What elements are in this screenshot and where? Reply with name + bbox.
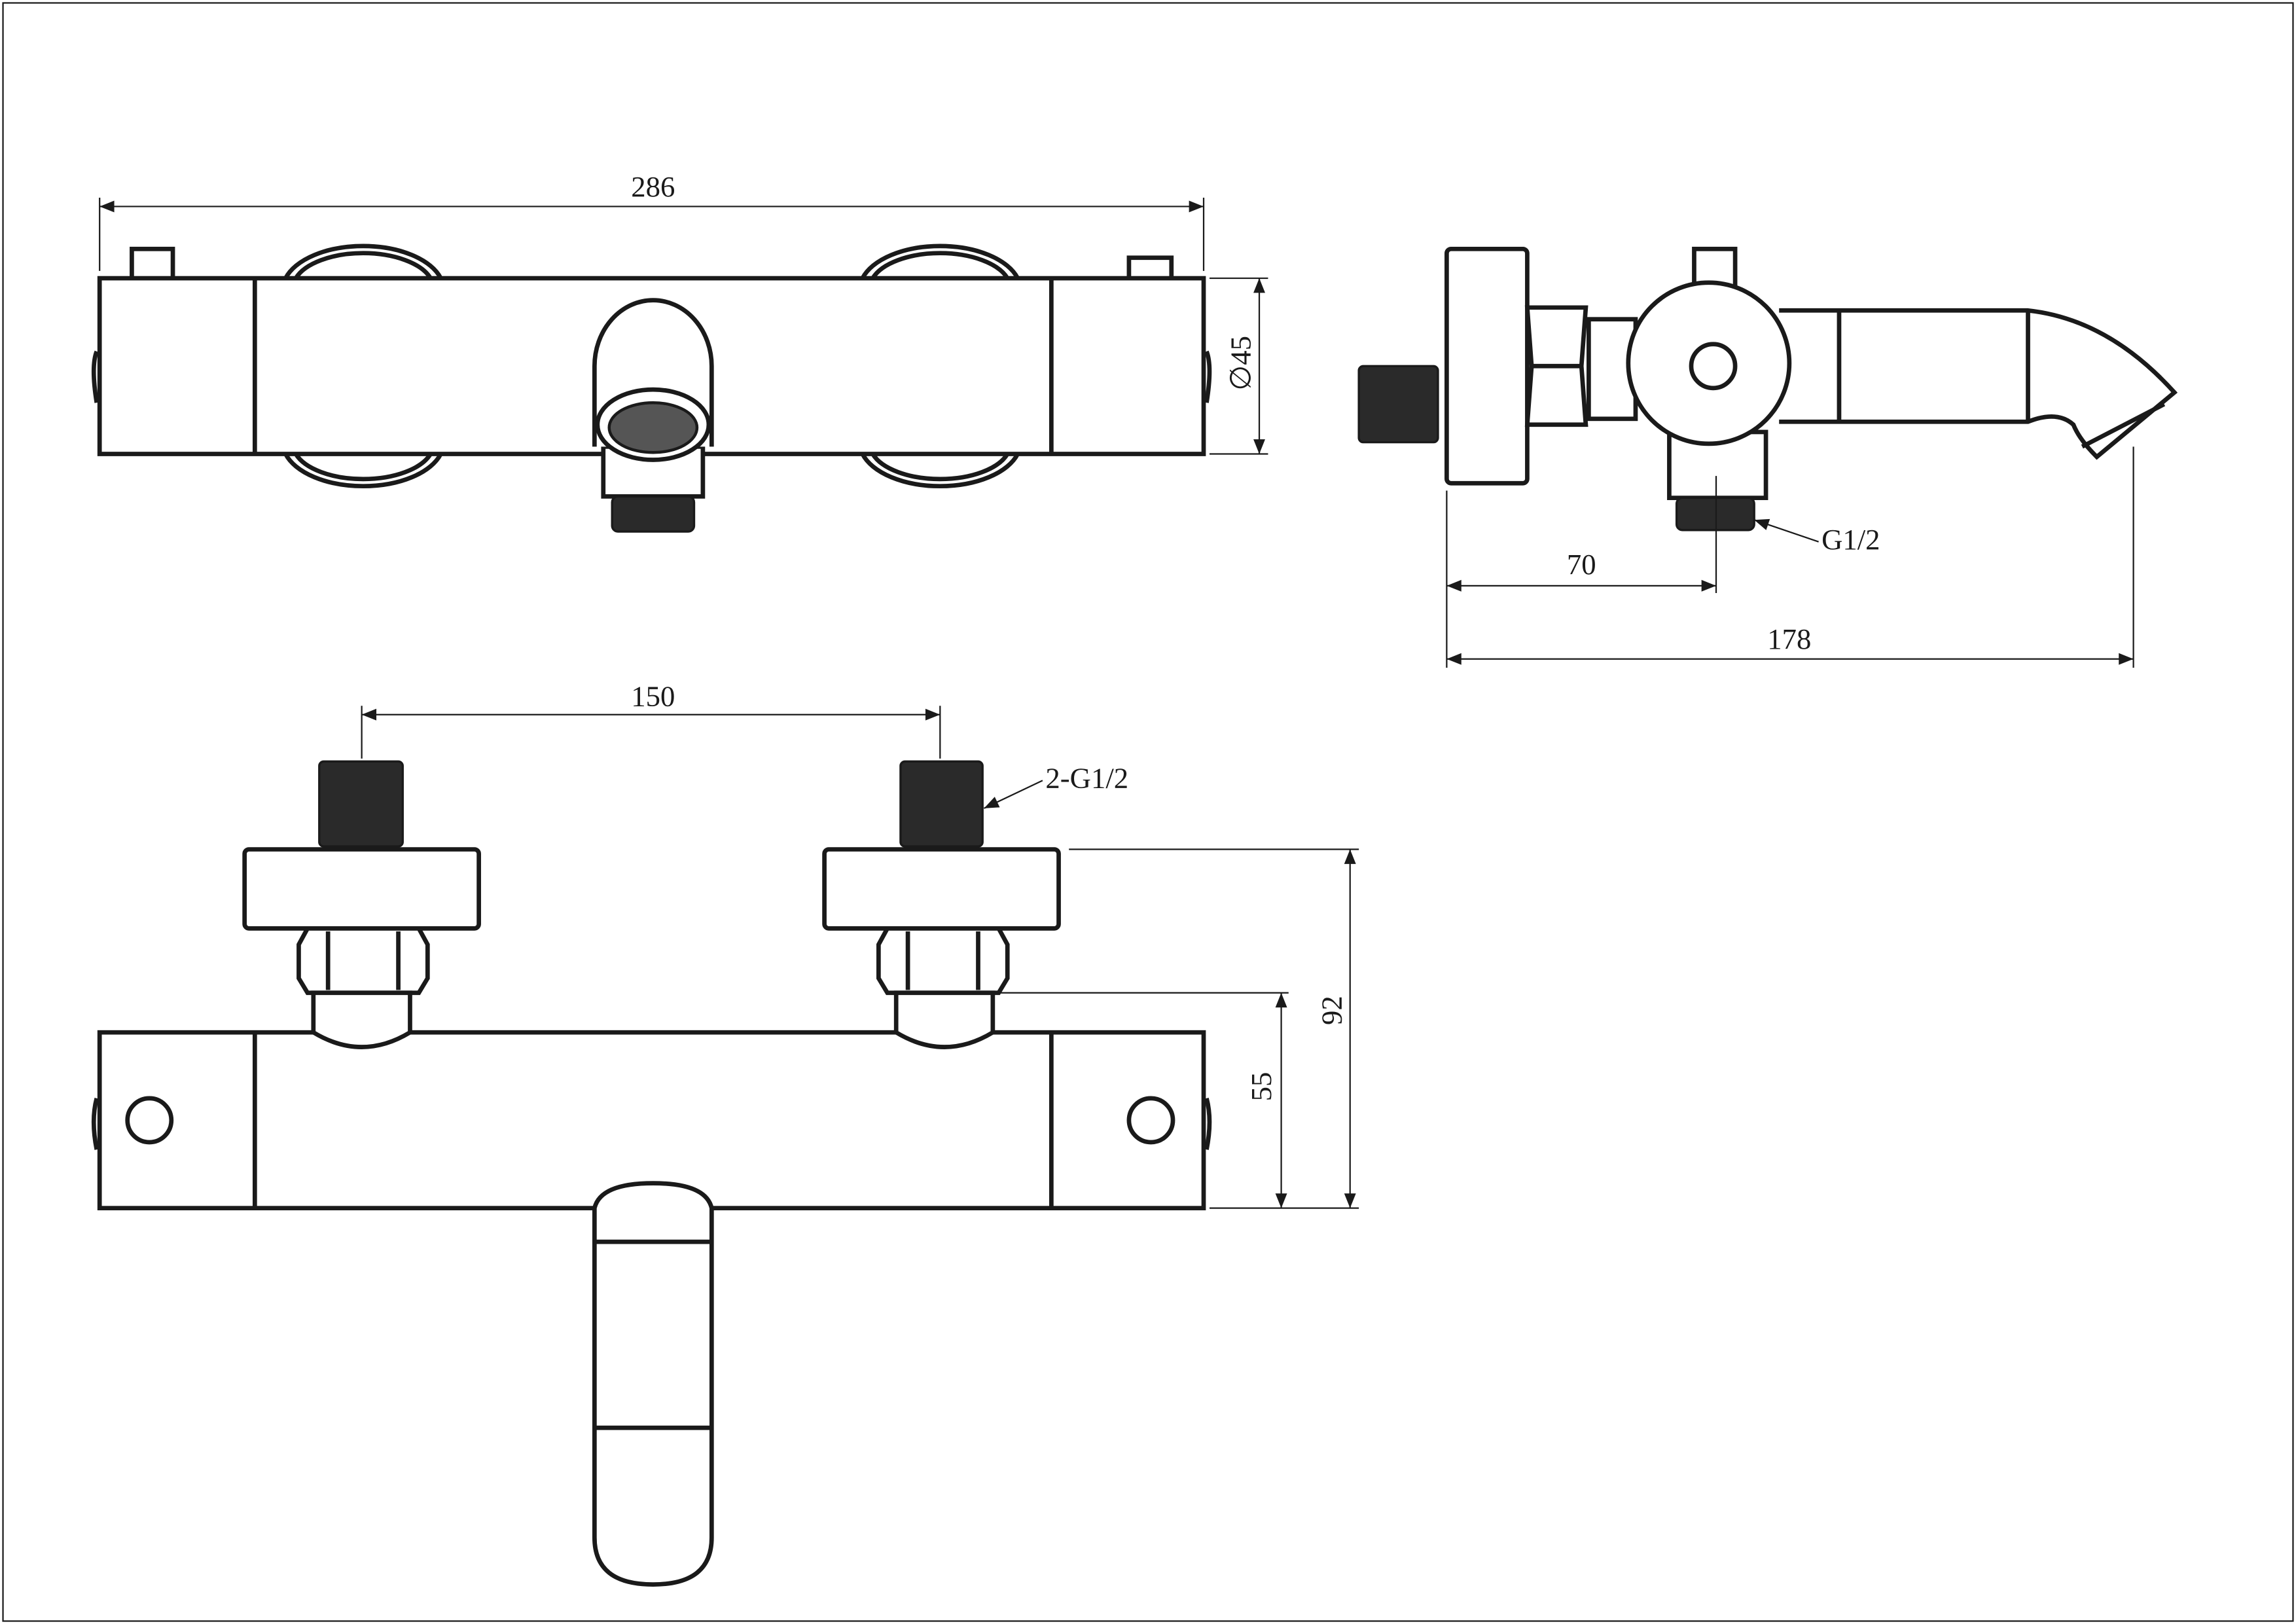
left-hole: [125, 1096, 174, 1145]
top-view: 286 ∅45: [91, 170, 1268, 533]
right-inlet-thread: [899, 760, 984, 848]
aerator: [607, 401, 699, 454]
left-connector: [311, 990, 412, 1049]
dim-label-70: 70: [1567, 548, 1596, 581]
dim-label-55: 55: [1245, 1072, 1278, 1102]
right-flange: [822, 847, 1061, 931]
dim-label-diameter: ∅45: [1225, 336, 1257, 391]
dim-label-overall-length: 286: [631, 170, 675, 203]
mixer-body-circle: [1626, 280, 1792, 446]
dim-label-178: 178: [1767, 623, 1811, 655]
front-body: [97, 1030, 1206, 1211]
dim-label-150: 150: [631, 679, 675, 712]
center-hole: [1689, 342, 1738, 391]
side-view: 70 178 G1/2: [1357, 246, 2178, 668]
right-connector: [893, 990, 996, 1049]
front-view: 150 2-G1/2 92 55: [91, 679, 1359, 1587]
front-spout: [592, 1181, 714, 1587]
dim-label-92: 92: [1315, 996, 1348, 1025]
left-flange: [242, 847, 481, 931]
left-handle-top: [283, 244, 443, 280]
spout-side: [1779, 308, 2178, 460]
thread-label-g12: G1/2: [1821, 523, 1880, 556]
inlet-thread-side: [1357, 365, 1439, 444]
wall-flange: [1444, 246, 1530, 486]
right-hex-nut: [876, 926, 1010, 996]
outlet-thread: [611, 495, 696, 533]
right-handle-bottom: [860, 452, 1020, 489]
thread-label-2-g12: 2-G1/2: [1045, 762, 1128, 795]
right-hole: [1126, 1096, 1175, 1145]
right-handle-top: [860, 244, 1020, 280]
left-inlet-thread: [318, 760, 404, 848]
left-hex-nut: [296, 926, 430, 996]
left-handle-bottom: [283, 452, 443, 489]
